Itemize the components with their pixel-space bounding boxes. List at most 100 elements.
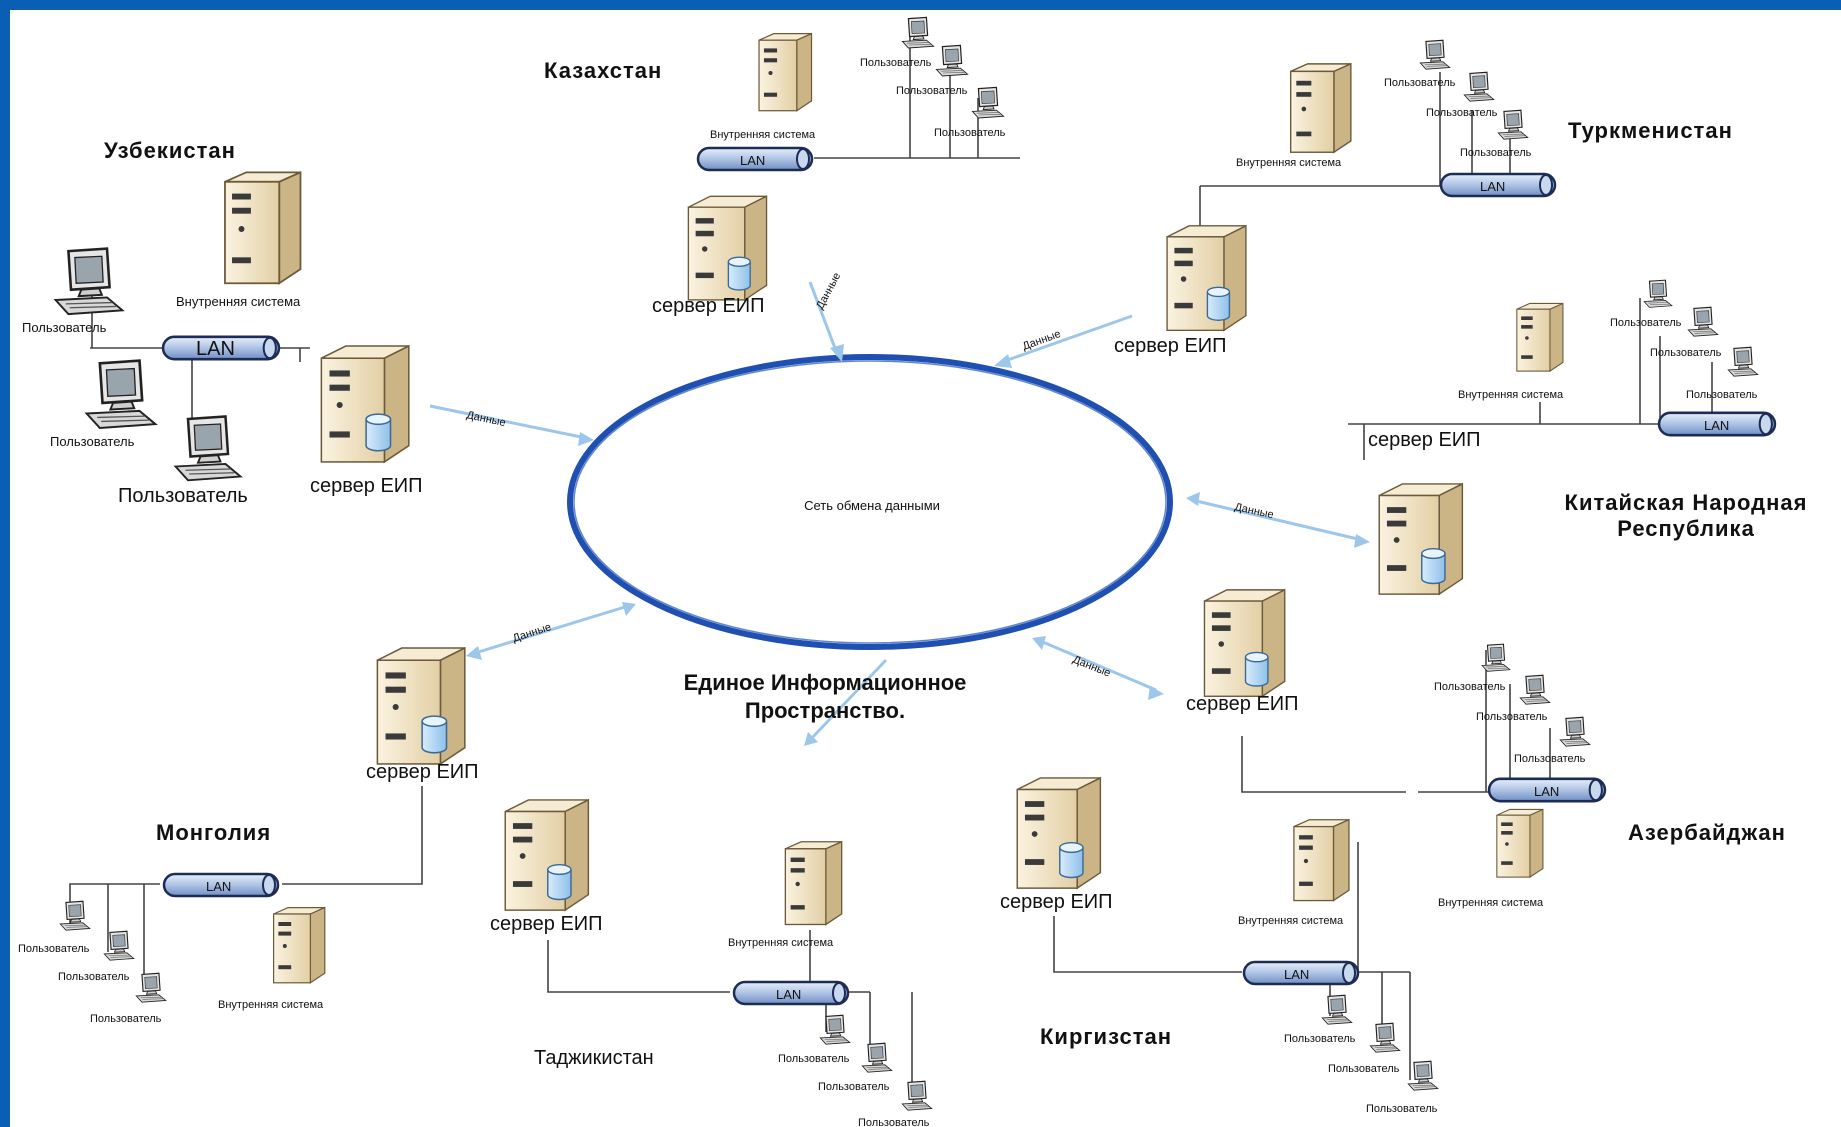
svg-text:Пользователь: Пользователь xyxy=(1476,711,1548,723)
node-uzbekistan: Узбекистан Внутренняя система LAN Пользо… xyxy=(22,138,423,507)
svg-text:Внутренняя система: Внутренняя система xyxy=(728,937,834,949)
svg-text:Пользователь: Пользователь xyxy=(896,85,968,97)
workstation-icon xyxy=(971,86,1005,119)
workstation-icon xyxy=(1407,1060,1439,1091)
country-label: Туркменистан xyxy=(1568,118,1733,143)
country-label: Монголия xyxy=(156,820,271,845)
node-mongolia: Монголия сервер ЕИП LAN Внутренняя систе… xyxy=(18,647,479,1025)
svg-text:Внутренняя система: Внутренняя система xyxy=(218,999,324,1011)
svg-text:Внутренняя система: Внутренняя система xyxy=(176,294,301,309)
country-label: Азербайджан xyxy=(1628,820,1786,845)
internal-system-icon xyxy=(758,33,813,112)
workstation-icon xyxy=(901,16,935,49)
workstation-icon xyxy=(901,1080,933,1111)
svg-text:LAN: LAN xyxy=(1284,967,1309,982)
svg-text:LAN: LAN xyxy=(1480,179,1505,194)
workstation-icon xyxy=(1519,674,1551,705)
node-tajikistan: Таджикистан сервер ЕИП Внутренняя систем… xyxy=(490,799,933,1127)
internal-system-icon xyxy=(223,171,302,285)
workstation-icon xyxy=(935,44,969,77)
svg-text:Пользователь: Пользователь xyxy=(50,434,135,449)
node-kazakhstan: Казахстан Внутренняя система LAN Пользов… xyxy=(544,16,1020,317)
workstation-icon xyxy=(173,414,243,482)
server-icon xyxy=(376,647,466,765)
svg-text:LAN: LAN xyxy=(1534,784,1559,799)
svg-text:сервер ЕИП: сервер ЕИП xyxy=(652,295,765,317)
server-icon xyxy=(1378,483,1464,595)
svg-text:Пользователь: Пользователь xyxy=(934,127,1006,139)
server-icon xyxy=(1203,589,1286,698)
svg-text:Пользователь: Пользователь xyxy=(1460,147,1532,159)
server-icon xyxy=(687,195,768,301)
node-china: Китайская Народная Республика Внутренняя… xyxy=(1348,279,1808,595)
workstation-icon xyxy=(1321,994,1353,1025)
svg-text:Пользователь: Пользователь xyxy=(1384,77,1456,89)
workstation-icon xyxy=(1559,716,1591,747)
svg-text:сервер ЕИП: сервер ЕИП xyxy=(1368,429,1481,451)
internal-system-icon xyxy=(272,906,326,984)
svg-text:Внутренняя система: Внутренняя система xyxy=(710,129,816,141)
svg-text:сервер ЕИП: сервер ЕИП xyxy=(490,913,603,935)
svg-text:Данные: Данные xyxy=(814,271,843,312)
country-label: Республика xyxy=(1617,516,1755,541)
server-icon xyxy=(1166,225,1247,332)
workstation-icon xyxy=(135,972,167,1003)
workstation-icon xyxy=(1643,279,1673,308)
country-label: Таджикистан xyxy=(534,1047,654,1069)
svg-text:сервер ЕИП: сервер ЕИП xyxy=(310,475,423,497)
svg-text:Данные: Данные xyxy=(511,621,553,645)
node-kyrgyzstan: Киргизстан сервер ЕИП Внутренняя система… xyxy=(1000,777,1439,1115)
svg-text:Пользователь: Пользователь xyxy=(1284,1033,1356,1045)
svg-text:Пользователь: Пользователь xyxy=(90,1013,162,1025)
svg-text:сервер ЕИП: сервер ЕИП xyxy=(1186,693,1299,715)
diagram-canvas: Сеть обмена данными Данные Данные Данные… xyxy=(10,10,1841,1127)
svg-text:Пользователь: Пользователь xyxy=(1366,1103,1438,1115)
svg-text:Данные: Данные xyxy=(1233,501,1274,521)
server-icon xyxy=(1016,777,1102,889)
svg-text:Пользователь: Пользователь xyxy=(1434,681,1506,693)
svg-text:Пользователь: Пользователь xyxy=(818,1081,890,1093)
svg-text:LAN: LAN xyxy=(196,338,235,360)
svg-text:Пользователь: Пользователь xyxy=(118,485,248,507)
svg-text:Единое Информационное: Единое Информационное xyxy=(684,670,967,695)
workstation-icon xyxy=(1369,1022,1401,1053)
svg-text:Пользователь: Пользователь xyxy=(1426,107,1498,119)
internal-system-icon xyxy=(1516,302,1564,372)
svg-text:Пространство.: Пространство. xyxy=(745,698,905,723)
center-title: Единое Информационное Пространство. xyxy=(684,670,967,723)
svg-text:Данные: Данные xyxy=(465,409,506,429)
workstation-icon xyxy=(1497,109,1529,140)
svg-text:сервер ЕИП: сервер ЕИП xyxy=(1000,891,1113,913)
svg-text:LAN: LAN xyxy=(740,153,765,168)
workstation-icon xyxy=(819,1014,851,1045)
node-turkmenistan: Туркменистан Внутренняя система LAN Поль… xyxy=(1114,39,1733,357)
country-label: Узбекистан xyxy=(104,138,236,163)
workstation-icon xyxy=(861,1042,893,1073)
svg-text:Внутренняя система: Внутренняя система xyxy=(1238,915,1344,927)
country-label: Китайская Народная xyxy=(1565,490,1808,515)
workstation-icon xyxy=(1463,71,1495,102)
svg-text:LAN: LAN xyxy=(1704,418,1729,433)
svg-text:LAN: LAN xyxy=(206,879,231,894)
svg-text:Пользователь: Пользователь xyxy=(860,57,932,69)
svg-text:Пользователь: Пользователь xyxy=(1686,389,1758,401)
svg-text:Пользователь: Пользователь xyxy=(858,1117,930,1127)
node-azerbaijan: Азербайджан сервер ЕИП LAN Пользователь … xyxy=(1186,589,1786,909)
data-exchange-network: Сеть обмена данными xyxy=(567,354,1173,650)
internal-system-icon xyxy=(784,840,843,926)
svg-text:Внутренняя система: Внутренняя система xyxy=(1236,157,1342,169)
svg-text:Пользователь: Пользователь xyxy=(1328,1063,1400,1075)
svg-text:Пользователь: Пользователь xyxy=(22,320,107,335)
svg-text:Внутренняя система: Внутренняя система xyxy=(1438,897,1544,909)
workstation-icon xyxy=(1419,39,1451,70)
internal-system-icon xyxy=(1289,63,1352,154)
svg-text:Пользователь: Пользователь xyxy=(778,1053,850,1065)
svg-text:Пользователь: Пользователь xyxy=(18,943,90,955)
internal-system-icon xyxy=(1496,808,1544,878)
workstation-icon xyxy=(85,359,157,430)
workstation-icon xyxy=(54,247,124,316)
workstation-icon xyxy=(59,900,91,931)
svg-text:Пользователь: Пользователь xyxy=(1514,753,1586,765)
workstation-icon xyxy=(1687,306,1719,337)
internal-system-icon xyxy=(1293,818,1350,902)
